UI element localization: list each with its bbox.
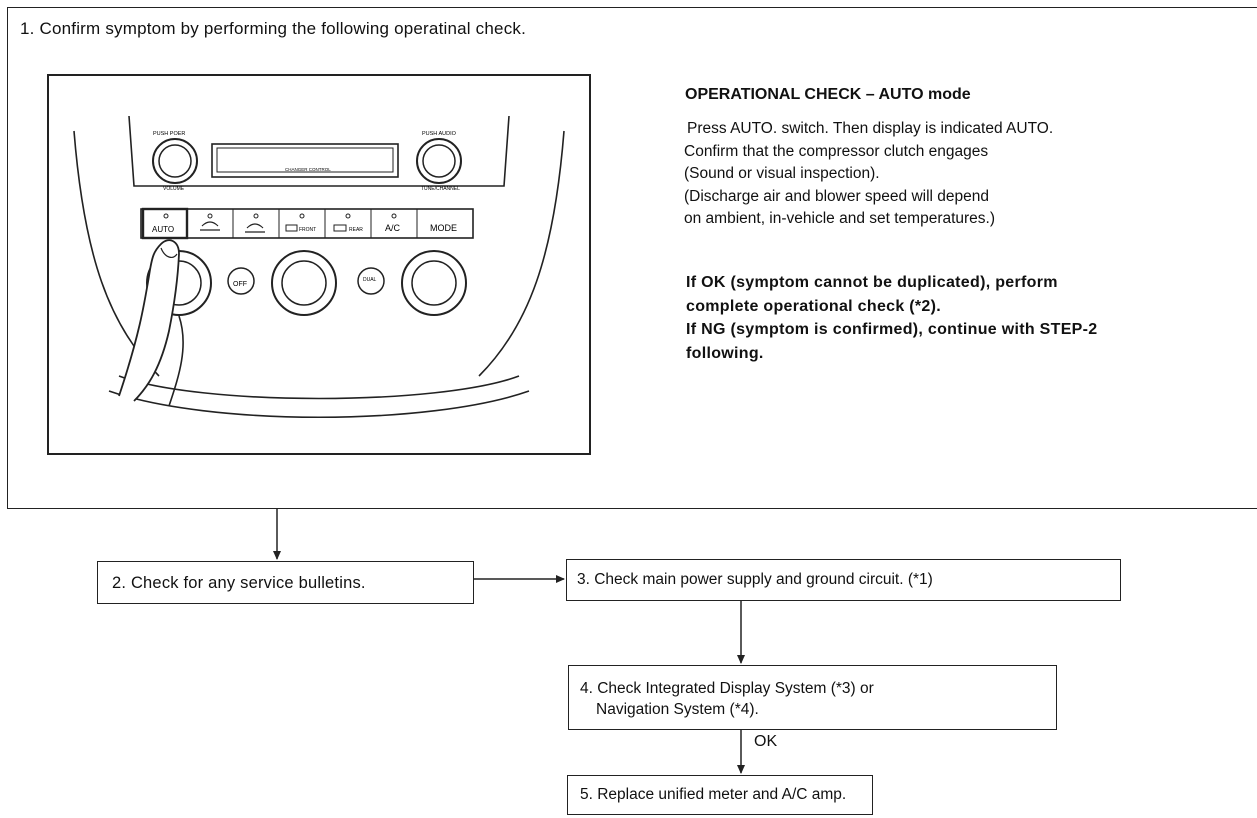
instruction-line: Confirm that the compressor clutch engag… (684, 142, 989, 160)
ok-label: OK (754, 733, 778, 750)
front-button-label: FRONT (299, 227, 316, 233)
rear-button-label: REAR (349, 227, 363, 233)
lower-dials: OFF DUAL (146, 250, 467, 316)
fingernail (160, 247, 178, 258)
audio-display: CHANGER CONTROL (211, 143, 399, 178)
result-line: If OK (symptom cannot be duplicated), pe… (686, 274, 1058, 291)
step3-box: 3. Check main power supply and ground ci… (566, 559, 1121, 601)
instruction-line: (Sound or visual inspection). (684, 165, 880, 182)
step1-box (7, 7, 1257, 509)
audio-unit-outline (128, 115, 510, 187)
step4-line2: Navigation System (*4). (596, 701, 759, 718)
result-line: complete operational check (*2). (686, 297, 942, 315)
bezel-outline-bottom (118, 375, 520, 400)
control-panel-illustration: PUSH POER VOLUME CHANGER CONTROL PUSH AU… (47, 74, 591, 455)
hand-outline (168, 315, 184, 407)
recirc-icon (200, 221, 220, 231)
operational-check-heading: OPERATIONAL CHECK – AUTO mode (685, 86, 971, 103)
ac-button-label: A/C (385, 223, 401, 233)
right-knob-top-label: PUSH AUDIO (422, 131, 457, 137)
tune-knob: PUSH AUDIO TUNE/CHANNEL (416, 131, 462, 192)
step1-title: 1. Confirm symptom by performing the fol… (20, 19, 527, 38)
volume-knob: PUSH POER VOLUME (152, 131, 198, 192)
right-knob-bottom-label: TUNE/CHANNEL (421, 186, 460, 192)
instruction-line: on ambient, in-vehicle and set temperatu… (684, 210, 996, 227)
step4-line1: 4. Check Integrated Display System (*3) … (580, 680, 874, 697)
button-row: AUTO FRONT REAR A/C MODE (140, 207, 474, 240)
step5-box: 5. Replace unified meter and A/C amp. (567, 775, 873, 815)
control-panel-drawing: PUSH POER VOLUME CHANGER CONTROL PUSH AU… (73, 115, 565, 418)
operational-check-instructions: Press AUTO. switch. Then display is indi… (684, 118, 1053, 231)
result-line: following. (686, 344, 764, 362)
instruction-line: (Discharge air and blower speed will dep… (684, 187, 990, 205)
step4-box: 4. Check Integrated Display System (*3) … (568, 665, 1057, 730)
display-label: CHANGER CONTROL (285, 167, 331, 172)
fan-off-button (227, 267, 255, 295)
defrost-front-icon (285, 224, 298, 232)
instruction-line: Press AUTO. switch. Then display is indi… (687, 120, 1054, 137)
dual-button-label: DUAL (363, 277, 377, 283)
step2-box: 2. Check for any service bulletins. (97, 561, 474, 604)
check-result-instructions: If OK (symptom cannot be duplicated), pe… (686, 271, 1097, 365)
auto-button-label: AUTO (152, 225, 174, 234)
mode-button-label: MODE (430, 223, 457, 233)
left-knob-top-label: PUSH POER (153, 131, 185, 137)
defrost-rear-icon (333, 224, 347, 232)
dual-button (357, 267, 385, 295)
result-line: If NG (symptom is confirmed), continue w… (686, 321, 1098, 338)
bezel-outline-right (478, 130, 565, 377)
bezel-outline-bottom-outer (108, 390, 530, 418)
fresh-air-icon (245, 223, 265, 233)
finger-drawing (118, 239, 180, 402)
off-button-label: OFF (233, 281, 247, 288)
left-knob-bottom-label: VOLUME (163, 186, 185, 192)
